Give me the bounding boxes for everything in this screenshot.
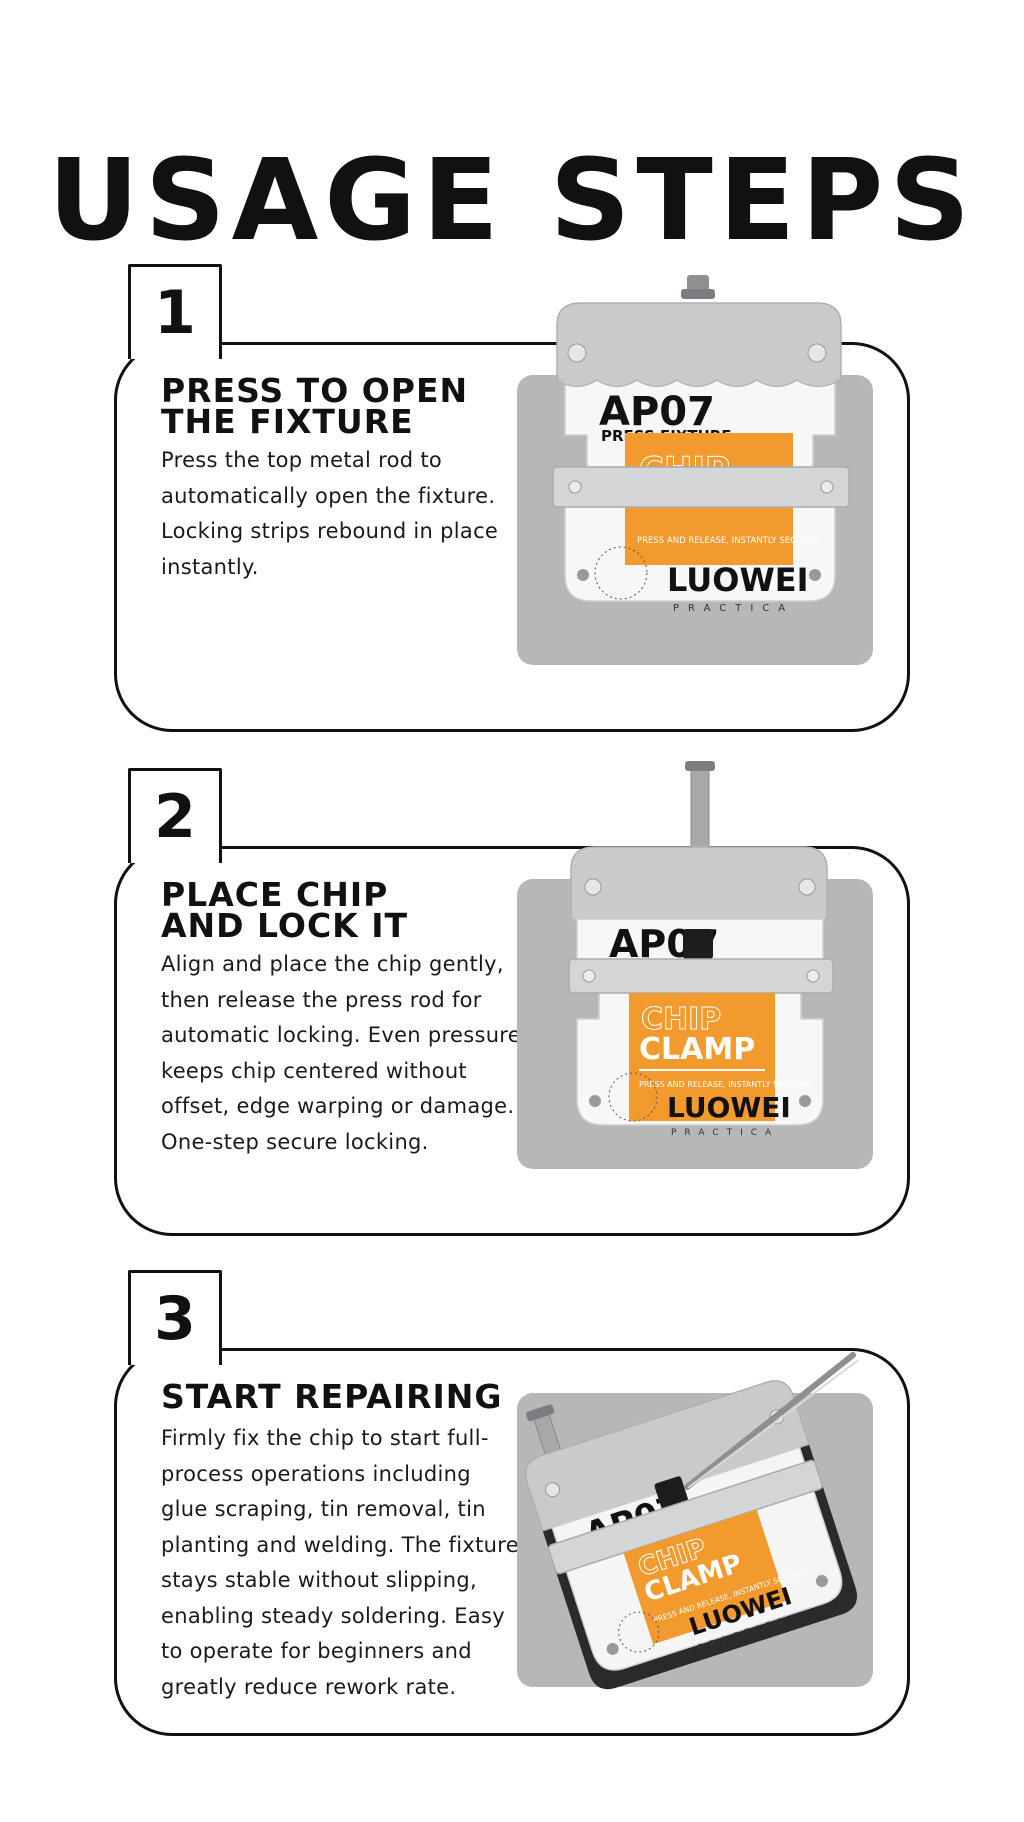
step-card: START REPAIRING Firmly fix the chip to s… [114, 1348, 910, 1736]
step-heading: PLACE CHIP AND LOCK IT [161, 878, 501, 942]
screw-icon [567, 343, 587, 363]
step-1: 1 PRESS TO OPEN THE FIXTURE Press the to… [114, 264, 910, 732]
step-description: Align and place the chip gently, then re… [161, 952, 521, 1154]
chip-card [623, 1509, 787, 1645]
fixture-model-text: AP07 [599, 389, 715, 435]
tool-icon [684, 1352, 856, 1490]
brand-logo-text: LUOWEI [667, 561, 809, 599]
locking-strip [547, 1459, 823, 1575]
product-photo: AP07 PRESS FIXTURE CHIP PRESS AND RELEAS… [517, 275, 887, 705]
step-2: 2 PLACE CHIP AND LOCK IT Align and place… [114, 761, 910, 1236]
press-fixture-ring-icon [608, 1072, 658, 1122]
step-3: 3 START REPAIRING Firmly fix the chip to… [114, 1270, 910, 1736]
screw-icon [798, 878, 816, 896]
card-small-text: PRESS AND RELEASE, INSTANTLY SECURED. [639, 1080, 814, 1089]
chip-card [629, 993, 775, 1121]
step-number-tab: 2 [128, 768, 222, 863]
screw-icon [545, 1482, 561, 1498]
brand-sub-text: PRACTICA [671, 1128, 779, 1138]
locking-strip [568, 958, 834, 994]
card-text: CLAMP [639, 1032, 755, 1067]
step-heading: START REPAIRING [161, 1380, 541, 1413]
fixture-illustration: AP07 CHIP CLAMP PRESS AND RELEASE, INSTA… [568, 761, 834, 1138]
step-description: Firmly fix the chip to start full-proces… [161, 1426, 519, 1699]
top-plate [570, 846, 828, 920]
screw-icon [799, 1095, 811, 1107]
press-fixture-ring-icon [618, 1611, 660, 1653]
card-text-outline: CHIP [641, 1002, 721, 1037]
step-heading-line: PRESS TO OPEN [161, 371, 469, 410]
step-card: PRESS TO OPEN THE FIXTURE Press the top … [114, 275, 910, 732]
chip-icon [683, 929, 713, 959]
fixture-illustration: AP07 CHIP CLAMP PRESS AND RELEASE, INSTA… [524, 1352, 858, 1690]
step-card: PLACE CHIP AND LOCK IT Align and place t… [114, 761, 910, 1236]
screw-icon [589, 1095, 601, 1107]
fixture-illustration: AP07 PRESS FIXTURE CHIP PRESS AND RELEAS… [552, 275, 850, 614]
step-heading-line: THE FIXTURE [161, 402, 414, 441]
step-number-tab: 3 [128, 1270, 222, 1365]
screw-icon [815, 1574, 828, 1587]
brand-logo-text: LUOWEI [667, 1091, 791, 1124]
product-photo: AP07 CHIP CLAMP PRESS AND RELEASE, INSTA… [517, 761, 887, 1209]
step-heading-line: AND LOCK IT [161, 906, 409, 945]
screw-icon [577, 569, 589, 581]
step-heading: PRESS TO OPEN THE FIXTURE [161, 374, 501, 438]
chip-icon [654, 1476, 689, 1511]
step-heading-line: START REPAIRING [161, 1377, 503, 1416]
step-description: Press the top metal rod to automatically… [161, 448, 499, 579]
screw-icon [606, 1642, 619, 1655]
card-small-text: PRESS AND RELEASE, INSTANTLY SECURED. [637, 536, 823, 546]
press-fixture-ring-icon [594, 546, 648, 600]
screw-icon [807, 343, 827, 363]
press-rod-icon [690, 766, 710, 852]
screw-icon [809, 569, 821, 581]
page-title: USAGE STEPS [47, 136, 977, 267]
product-photo: AP07 CHIP CLAMP PRESS AND RELEASE, INSTA… [517, 1281, 887, 1711]
top-plate [556, 302, 842, 381]
top-plate [524, 1380, 810, 1532]
locking-strip [552, 466, 850, 508]
screw-icon [584, 878, 602, 896]
step-heading-line: PLACE CHIP [161, 875, 389, 914]
brand-sub-text: PRACTICA [673, 603, 794, 614]
step-number-tab: 1 [128, 264, 222, 359]
